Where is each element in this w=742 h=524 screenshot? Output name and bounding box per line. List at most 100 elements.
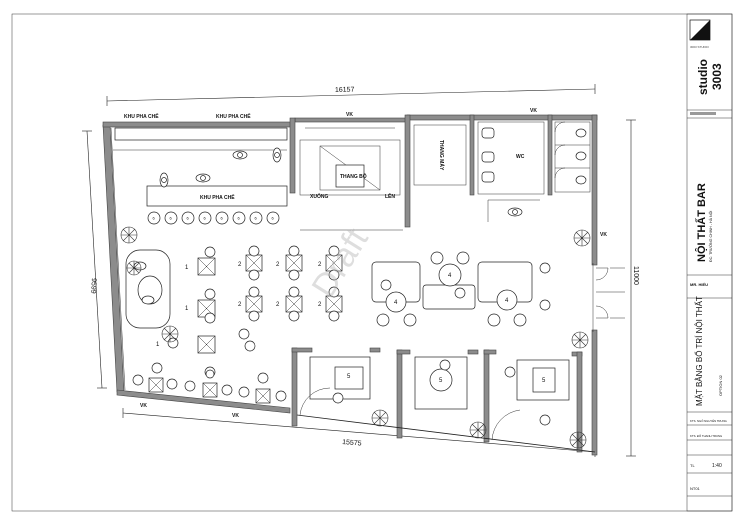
elevator-label: THANG MÁY	[438, 140, 445, 171]
table-1-number: 1	[156, 342, 160, 348]
table-4-number: 4	[394, 300, 398, 306]
wall-bench-tables	[132, 362, 287, 404]
dimension-top-value: 16157	[335, 87, 355, 94]
wall-stair-right	[404, 114, 411, 228]
toilet	[575, 128, 587, 138]
vk-label-bottom: VK	[232, 413, 239, 419]
plant-icon	[126, 260, 142, 276]
floor-outline	[110, 127, 625, 453]
entrance-door-upper	[595, 267, 609, 281]
table-2-number: 2	[238, 302, 242, 308]
booth-1-table	[334, 366, 364, 390]
vk-label-top-right: VK	[530, 108, 537, 114]
table-4-number: 4	[505, 298, 509, 304]
wc-area: WC	[477, 121, 591, 222]
bartender-figures	[159, 147, 282, 188]
stair-up-label: LÊN	[385, 192, 395, 200]
stool-number: 6	[204, 216, 207, 221]
vk-label-right: VK	[600, 232, 607, 238]
sheet-border	[11, 13, 733, 512]
vk-label-top: VK	[346, 112, 353, 118]
wc-sink	[481, 127, 495, 139]
wall-right-lower	[591, 329, 598, 456]
stool-number: 6	[170, 216, 173, 221]
checker-name: KTS. ĐỖ THANH TRUNG	[690, 433, 722, 438]
stair-area: THANG BỘ XUỐNG LÊN	[299, 127, 403, 231]
designer-name: KTS. NGÔ NGUYÊN TRUNG	[690, 418, 727, 423]
plant-icon	[571, 331, 589, 349]
sheet-number: NT01	[690, 486, 701, 491]
table-2-number: 2	[238, 262, 242, 268]
bar-counter	[146, 185, 288, 207]
table-2-number: 2	[276, 302, 280, 308]
dimension-left-value: 9599	[89, 278, 97, 294]
bar-stools: 6 6 6 6 6 6 6 6	[147, 211, 280, 225]
option-label: OPTION 02	[718, 374, 723, 396]
private-booths: 5 5 5	[299, 356, 570, 441]
plant-icon	[573, 229, 591, 247]
elevator: THANG MÁY	[413, 124, 467, 186]
left-dining: 1 1 1 2 2 2 2 2 2	[125, 245, 343, 404]
wall-top-left	[102, 121, 294, 128]
wc-sink	[481, 171, 495, 183]
bar-area-label-3: KHU PHA CHẾ	[200, 194, 235, 201]
booth-2-number: 5	[439, 378, 443, 384]
scale-value: 1:40	[712, 463, 722, 469]
table-2-number: 2	[318, 262, 322, 268]
vk-labels: VK VK VK VK VK	[140, 108, 607, 419]
stool-number: 6	[255, 216, 258, 221]
table-2-number: 2	[318, 302, 322, 308]
wall-bottom-left	[116, 389, 291, 414]
dimension-bottom-value: 15575	[342, 439, 362, 448]
plant-icon	[469, 421, 487, 439]
booth-1-number: 5	[347, 374, 351, 380]
title-block-frame	[686, 13, 733, 512]
project-title: NỘI THẤT BAR	[695, 183, 708, 262]
wall-right-upper	[591, 114, 598, 266]
plant-icon	[120, 226, 138, 244]
stool-number: 6	[153, 216, 156, 221]
dimension-right: 11000	[626, 119, 639, 457]
wall-booth-2-left	[396, 349, 403, 439]
stool-number: 6	[187, 216, 190, 221]
draft-watermark: Draft	[305, 221, 377, 304]
wall-top-middle	[294, 117, 408, 123]
sheet-title: MẶT BẰNG BỐ TRÍ NỘI THẤT	[694, 296, 704, 406]
booth-3-table	[532, 367, 556, 393]
stool-number: 6	[221, 216, 224, 221]
dimension-top: 16157	[106, 84, 596, 106]
plant-icon	[569, 431, 587, 449]
entrance-door-lower	[595, 305, 609, 319]
bar-area: KHU PHA CHẾ KHU PHA CHẾ KHU PHA CHẾ 6 6 …	[113, 113, 288, 225]
wall-stair-left	[289, 117, 296, 194]
wall-booth-3-right	[576, 351, 583, 453]
scale-label: TL	[690, 463, 695, 468]
client-name: MR. HIẾU	[690, 282, 708, 287]
wc-sink	[481, 151, 495, 163]
right-lounge: 4 4 4	[371, 251, 551, 327]
studio-name: studio	[696, 59, 710, 95]
wc-label: WC	[516, 154, 525, 160]
back-counter	[114, 127, 288, 141]
dimension-bottom: 15575	[122, 408, 596, 457]
dimension-left: 9599	[82, 130, 107, 389]
studio-logo: 3003 STUDIO studio 3003	[689, 19, 724, 95]
toilet	[575, 175, 587, 185]
sofa-4c	[422, 284, 476, 310]
booth-3-number: 5	[542, 378, 546, 384]
table-2-sets	[238, 245, 343, 352]
booth-2-table	[429, 368, 453, 392]
table-1-number: 1	[185, 265, 189, 271]
studio-small-text: 3003 STUDIO	[690, 45, 710, 49]
table-2-number: 2	[276, 262, 280, 268]
table-1-number: 1	[185, 306, 189, 312]
table-4-number: 4	[448, 273, 452, 279]
wall-elevator-right	[469, 114, 475, 196]
bar-area-label-1: KHU PHA CHẾ	[124, 113, 159, 120]
stool-number: 6	[272, 216, 275, 221]
stool-number: 6	[238, 216, 241, 221]
plant-icon	[161, 325, 179, 343]
wall-left	[102, 124, 125, 393]
plants	[120, 226, 591, 449]
vk-label-bottom-left: VK	[140, 403, 147, 409]
